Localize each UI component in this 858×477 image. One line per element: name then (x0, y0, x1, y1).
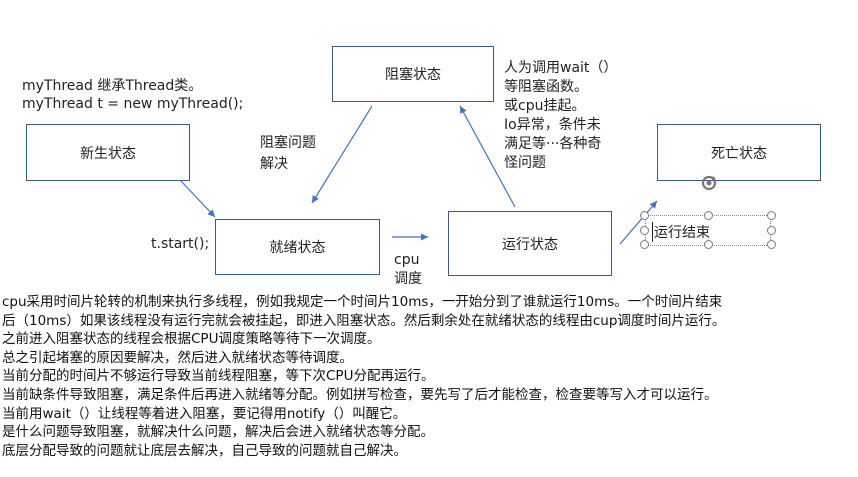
arrow-running-to-dead (619, 200, 658, 245)
resize-handle-bottom-center[interactable] (704, 240, 713, 249)
block-causes-label: 人为调用wait（） 等阻塞函数。 或cpu挂起。 Io异常，条件未 满足等··… (504, 59, 617, 173)
code-line-2: myThread t = new myThread(); (22, 96, 244, 112)
start-label: t.start(); (151, 236, 210, 252)
resize-handle-top-left[interactable] (640, 211, 649, 220)
cpu-dispatch-line-1: cpu (394, 252, 420, 268)
code-line-1: myThread 继承Thread类。 (22, 78, 203, 94)
block-cause-line-2: 等阻塞函数。 (504, 79, 588, 95)
resize-handle-middle-right[interactable] (767, 226, 776, 235)
block-resolved-line-1: 阻塞问题 (260, 135, 316, 151)
state-running-label: 运行状态 (502, 236, 558, 253)
state-ready: 就绪状态 (215, 219, 380, 275)
block-cause-line-6: 怪问题 (504, 155, 546, 171)
block-cause-line-4: Io异常，条件未 (504, 117, 601, 133)
explanation-line-2: 后（10ms）如果该线程没有运行完就会被挂起，即进入阻塞状态。然后剩余处在就绪状… (2, 312, 726, 329)
resize-handle-top-right[interactable] (767, 211, 776, 220)
run-end-label: 运行结束 (652, 222, 710, 242)
block-cause-line-3: 或cpu挂起。 (504, 98, 586, 114)
cpu-dispatch-label: cpu 调度 (394, 251, 422, 289)
cpu-dispatch-line-2: 调度 (394, 271, 422, 287)
block-cause-line-5: 满足等···各种奇 (504, 136, 602, 152)
explanation-line-7: 当前用wait（）让线程等着进入阻塞，要记得用notify（）叫醒它。 (2, 405, 407, 422)
state-ready-label: 就绪状态 (269, 240, 326, 256)
arrow-new-to-ready (179, 179, 216, 218)
state-new-label: 新生状态 (80, 145, 136, 162)
resize-handle-top-center[interactable] (704, 211, 713, 220)
resize-handle-bottom-right[interactable] (767, 240, 776, 249)
arrow-running-to-blocked (459, 105, 516, 208)
explanation-line-5: 当前分配的时间片不够运行导致当前线程阻塞，等下次CPU分配再运行。 (2, 368, 435, 385)
explanation-line-8: 是什么问题导致阻塞，就解决什么问题，解决后会进入就绪状态等分配。 (2, 424, 434, 441)
block-resolved-line-2: 解决 (260, 156, 288, 172)
explanation-text: cpu采用时间片轮转的机制来执行多线程，例如我规定一个时间片10ms，一开始分到… (2, 293, 858, 460)
state-blocked: 阻塞状态 (332, 46, 494, 102)
state-dead: 死亡状态 (657, 124, 821, 181)
rotate-handle-icon[interactable] (699, 173, 719, 193)
explanation-line-9: 底层分配导致的问题就让底层去解决，自己导致的问题就自己解决。 (2, 442, 407, 459)
block-cause-line-1: 人为调用wait（） (504, 60, 618, 76)
block-resolved-label: 阻塞问题 解决 (260, 133, 316, 175)
state-blocked-label: 阻塞状态 (385, 67, 441, 83)
explanation-line-6: 当前缺条件导致阻塞，满足条件后再进入就绪等分配。例如拼写检查，要先写了后才能检查… (2, 386, 718, 403)
explanation-line-3: 之前进入阻塞状态的线程会根据CPU调度策略等待下一次调度。 (2, 331, 381, 348)
state-new: 新生状态 (26, 124, 190, 181)
explanation-line-1: cpu采用时间片轮转的机制来执行多线程，例如我规定一个时间片10ms，一开始分到… (2, 294, 723, 310)
state-dead-label: 死亡状态 (711, 145, 767, 162)
resize-handle-bottom-left[interactable] (640, 240, 649, 249)
explanation-line-4: 总之引起堵塞的原因要解决，然后进入就绪状态等待调度。 (2, 349, 353, 366)
state-running: 运行状态 (448, 211, 612, 276)
arrow-blocked-to-ready (311, 105, 373, 204)
resize-handle-middle-left[interactable] (640, 226, 649, 235)
code-snippet: myThread 继承Thread类。 myThread t = new myT… (22, 77, 243, 113)
